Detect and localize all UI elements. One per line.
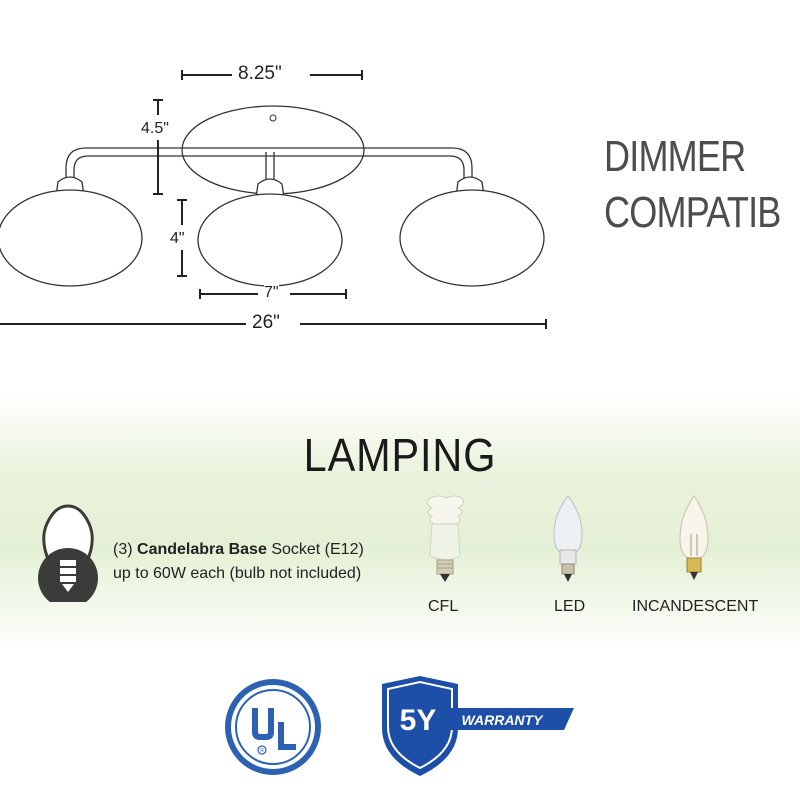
lamping-section-background [0,395,800,650]
canopy-width-dimension [181,70,363,80]
socket-description: (3) Candelabra Base Socket (E12) up to 6… [113,538,364,586]
led-label: LED [554,598,586,615]
canopy-height-label: 4.5" [141,120,169,138]
dimmer-line-2: COMPATIB [604,188,781,237]
cfl-label: CFL [428,598,459,615]
canopy-height-dimension [153,99,163,195]
fixture-dimensions-section [0,0,800,395]
lamping-title: LAMPING [303,429,497,481]
wattage-text: up to 60W each (bulb not included) [113,565,362,582]
shade-width-label: 7" [264,284,279,302]
svg-text:R: R [260,748,264,754]
fixture-arm [65,147,473,178]
led-bulb-icon [553,495,583,582]
canopy-width-label: 8.25" [238,63,282,84]
incandescent-bulb-icon [679,495,709,580]
incandescent-label: INCANDESCENT [632,598,759,615]
socket-suffix: Socket (E12) [271,541,364,558]
shade-height-dimension [177,199,187,277]
right-shade [399,189,545,287]
shade-height-label: 4" [170,230,185,247]
ul-certification-icon: R [225,679,321,775]
shade-width-dimension [199,289,347,299]
canopy-screw [269,114,277,122]
socket-type: Candelabra Base [137,541,267,558]
left-shade [0,189,143,287]
dimmer-line-1: DIMMER [604,132,746,181]
socket-count: (3) [113,541,133,558]
cfl-bulb-icon [426,495,464,582]
warranty-label-text: WARRANTY [462,712,545,728]
warranty-badge-icon: 5Y WARRANTY [382,676,574,776]
center-shade [197,193,343,287]
overall-width-label: 26" [252,312,280,333]
overall-width-dimension [0,319,547,329]
candelabra-bulb-icon [38,504,98,602]
warranty-years-text: 5Y [400,704,437,737]
